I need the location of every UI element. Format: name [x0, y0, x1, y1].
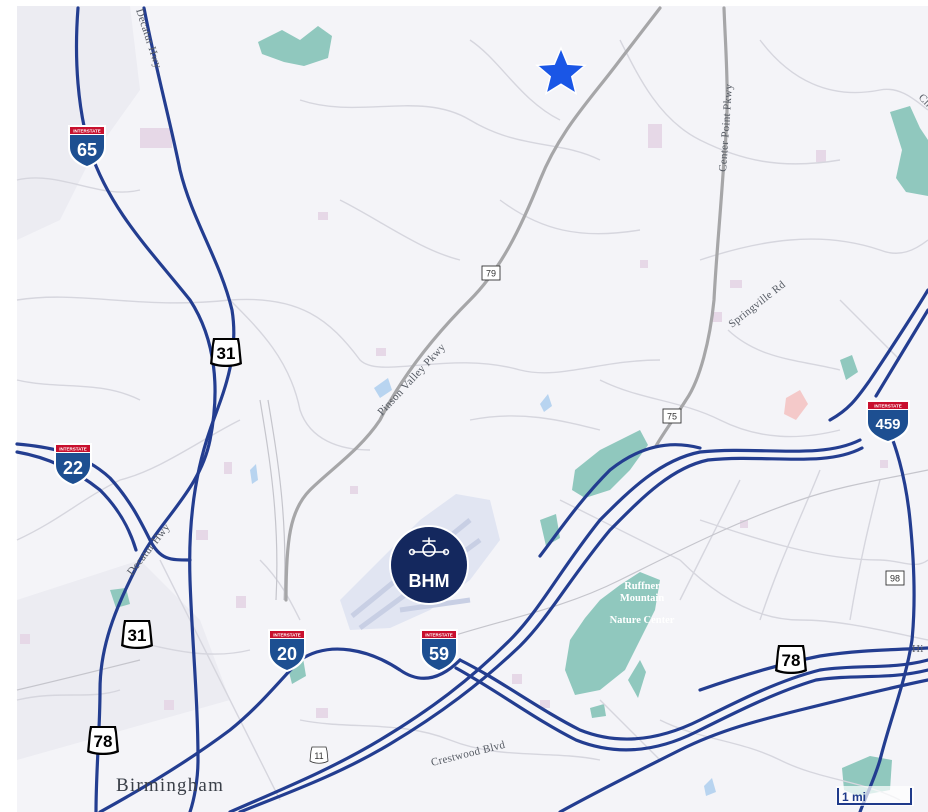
red-block [784, 390, 808, 420]
link-ne [538, 443, 702, 558]
label-edge-right-mid: Hi [912, 643, 924, 655]
interstate-number: 22 [63, 458, 83, 478]
interstate-number: 459 [875, 416, 900, 433]
us-shield-11[interactable]: 11 [309, 746, 329, 764]
scale-label: 1 mi [842, 790, 866, 804]
interstate-top-text: INTERSTATE [874, 404, 902, 409]
state-route-number: 79 [486, 269, 496, 279]
interstate-top-text: INTERSTATE [273, 633, 301, 638]
us-route-number: 31 [217, 344, 236, 363]
interstate-top-text: INTERSTATE [59, 447, 87, 452]
i22-b [15, 450, 138, 552]
star-icon[interactable] [535, 46, 587, 96]
interstate-top-text: INTERSTATE [425, 633, 453, 638]
park-lake [572, 430, 648, 498]
us78-east [698, 646, 928, 692]
land-shade-nw [17, 6, 140, 240]
city-label-birmingham: Birmingham [116, 775, 224, 796]
state-route-number: 98 [890, 574, 900, 584]
land-shade-sw [17, 560, 230, 760]
i59-east-b [454, 666, 928, 752]
interstate-shield-20[interactable]: INTERSTATE 20 [268, 629, 306, 672]
interstate-number: 65 [77, 140, 97, 160]
park-label-line3: Nature Center [610, 615, 675, 626]
road-79 [284, 6, 662, 602]
top-border [0, 0, 928, 6]
secondary-roads [284, 6, 729, 602]
park-ne [890, 106, 928, 196]
rail-lines [16, 399, 928, 691]
us-shield-78-b[interactable]: 78 [775, 645, 807, 674]
i20-south-east [558, 678, 928, 812]
interstate-shield-59[interactable]: INTERSTATE 59 [420, 629, 458, 672]
us-shield-78-a[interactable]: 78 [87, 726, 119, 755]
interstate-number: 59 [429, 644, 449, 664]
i459-south [858, 410, 916, 812]
i59-east [458, 658, 928, 741]
water-bodies [250, 378, 716, 796]
park-label-line2: Mountain [620, 593, 665, 604]
us-route-number: 31 [128, 626, 147, 645]
us-route-number: 78 [94, 732, 113, 751]
i459 [828, 288, 928, 422]
airport-code: BHM [409, 571, 450, 591]
left-border [0, 0, 17, 812]
park-label-ruffner: Ruffner Mountain Nature Center [610, 581, 675, 626]
park-ruffner [565, 572, 660, 695]
state-route-number: 75 [667, 412, 677, 422]
state-shield-79[interactable]: 79 [481, 265, 501, 281]
landuse-blocks [20, 124, 888, 718]
park-south [590, 704, 606, 718]
interstate-number: 20 [277, 644, 297, 664]
airport-marker[interactable]: BHM [389, 525, 469, 605]
interstate-shield-22[interactable]: INTERSTATE 22 [54, 443, 92, 486]
us-shield-31-b[interactable]: 31 [121, 620, 153, 649]
park-ruffner-south [628, 660, 646, 698]
road-center-point [654, 6, 729, 448]
interstate-shield-459[interactable]: INTERSTATE 459 [866, 400, 910, 443]
minor-roads [16, 39, 928, 801]
us-route-number: 78 [782, 651, 801, 670]
park-east-small [840, 355, 858, 380]
interstate-shield-65[interactable]: INTERSTATE 65 [68, 125, 106, 168]
us-route-number: 11 [314, 751, 323, 761]
airplane-icon [408, 537, 450, 557]
park-north [258, 26, 332, 66]
state-shield-98[interactable]: 98 [885, 570, 905, 586]
i20-ne [228, 438, 862, 812]
state-shield-75[interactable]: 75 [662, 408, 682, 424]
i22 [15, 442, 192, 562]
i20-ne-b [238, 446, 864, 812]
park-label-line1: Ruffner [624, 581, 660, 592]
i65-east [142, 6, 236, 812]
scale-bar: 1 mi [836, 786, 914, 806]
interstate-top-text: INTERSTATE [73, 129, 101, 134]
i459-b [874, 308, 928, 398]
us-shield-31-a[interactable]: 31 [210, 338, 242, 367]
